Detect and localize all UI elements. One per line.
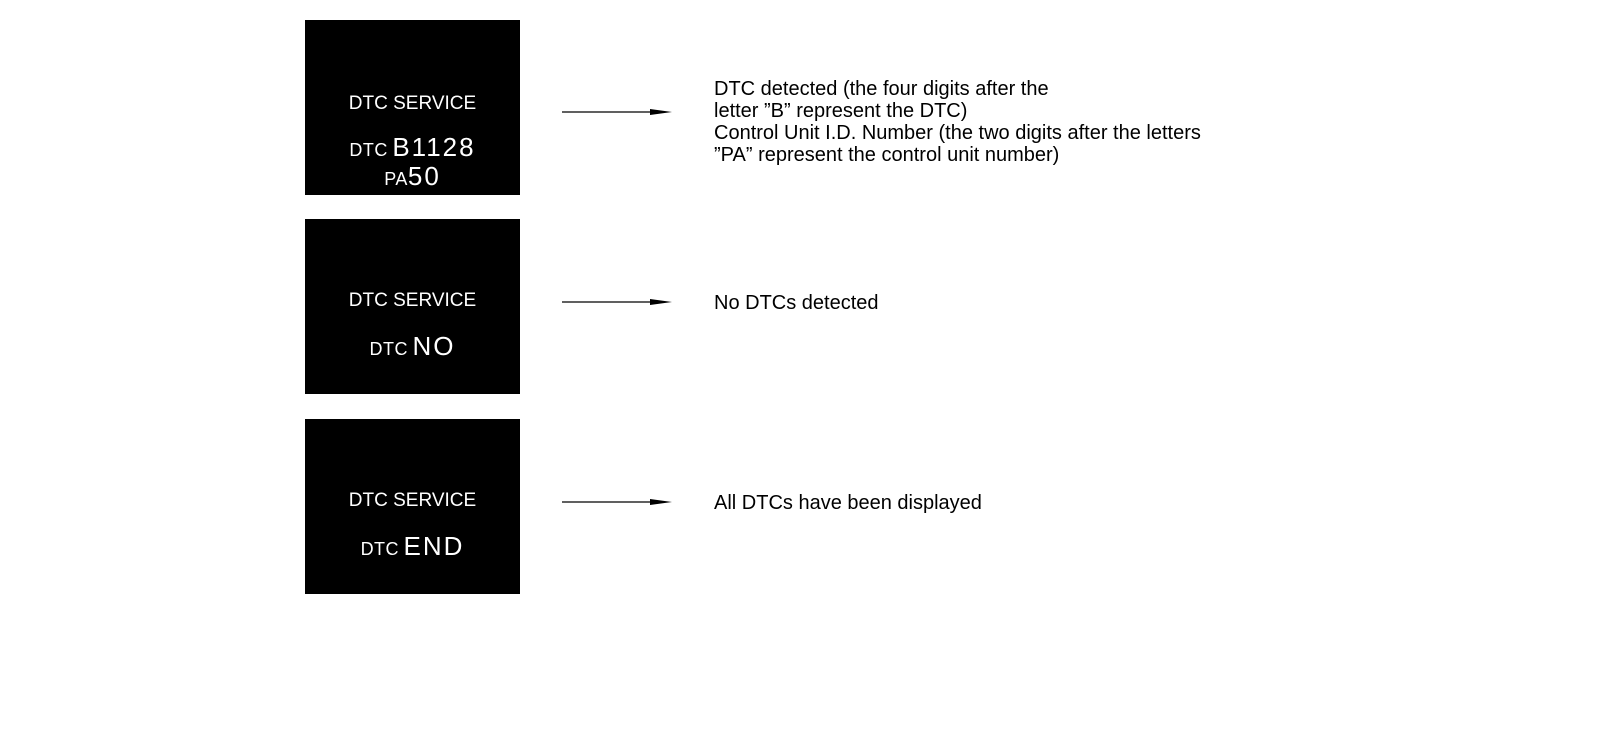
dtc-label: DTC bbox=[369, 339, 409, 359]
description-line: letter ”B” represent the DTC) bbox=[714, 100, 968, 122]
description-no-dtc: No DTCs detected bbox=[714, 292, 879, 314]
description-line: DTC detected (the four digits after the bbox=[714, 78, 1049, 100]
display-screen-no-dtc: DTC SERVICE DTC NO bbox=[305, 219, 520, 394]
description-line: Control Unit I.D. Number (the two digits… bbox=[714, 122, 1201, 144]
description-dtc-detected: DTC detected (the four digits after the … bbox=[714, 78, 1201, 166]
dtc-label: DTC bbox=[349, 140, 388, 160]
dtc-label: DTC bbox=[360, 539, 400, 559]
description-dtc-end: All DTCs have been displayed bbox=[714, 492, 982, 514]
display-screen-dtc-end: DTC SERVICE DTC END bbox=[305, 419, 520, 594]
dtc-code-value: END bbox=[403, 531, 465, 561]
description-line: All DTCs have been displayed bbox=[714, 492, 982, 514]
arrow-icon bbox=[562, 299, 672, 305]
screen-title: DTC SERVICE bbox=[348, 93, 477, 114]
description-line: ”PA” represent the control unit number) bbox=[714, 144, 1060, 166]
arrow-icon bbox=[562, 109, 672, 115]
screen-title: DTC SERVICE bbox=[348, 290, 477, 311]
pa-value: 50 bbox=[407, 161, 441, 191]
control-unit-line: PA50 bbox=[305, 161, 520, 192]
pa-label: PA bbox=[384, 169, 408, 189]
arrow-icon bbox=[562, 499, 672, 505]
dtc-code-line: DTC B1128 bbox=[305, 132, 520, 163]
dtc-code-line: DTC END bbox=[305, 531, 520, 562]
display-screen-dtc-detected: DTC SERVICE DTC B1128 PA50 bbox=[305, 20, 520, 195]
description-line: No DTCs detected bbox=[714, 292, 879, 314]
dtc-code-value: B1128 bbox=[392, 132, 476, 162]
screen-title: DTC SERVICE bbox=[348, 490, 477, 511]
dtc-code-line: DTC NO bbox=[305, 331, 520, 362]
dtc-code-value: NO bbox=[412, 331, 456, 361]
